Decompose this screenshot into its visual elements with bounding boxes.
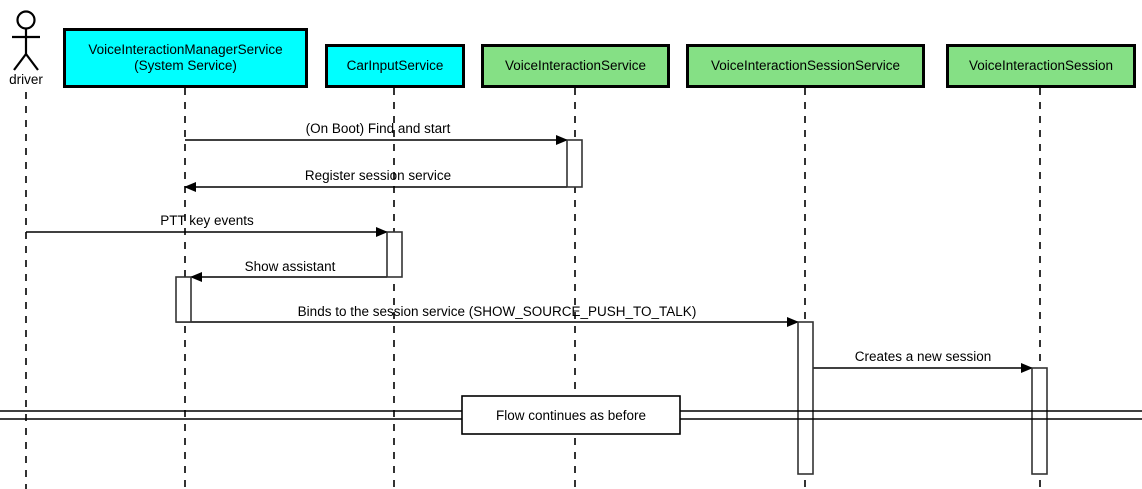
delay-divider-group <box>0 395 1142 435</box>
activation-bar-vims[interactable] <box>175 276 192 323</box>
actor-head-icon <box>16 10 36 30</box>
actor-leg-left-icon <box>13 53 27 71</box>
actor-leg-right-icon <box>25 53 39 71</box>
delay-label: Flow continues as before <box>495 407 647 423</box>
participant-box-cis[interactable] <box>325 44 465 88</box>
participant-box-vims[interactable] <box>63 28 308 88</box>
activation-bar-viss[interactable] <box>797 321 814 475</box>
participant-box-viss[interactable] <box>686 44 925 88</box>
actor-label-driver: driver <box>9 72 43 87</box>
participant-boxes-group <box>63 28 1136 88</box>
activation-bar-vise[interactable] <box>1031 367 1048 475</box>
actor-driver[interactable] <box>12 10 40 71</box>
actor-shapes-group <box>12 10 40 71</box>
participant-box-vis[interactable] <box>481 44 670 88</box>
activation-bar-vis[interactable] <box>566 139 583 188</box>
activation-bars-group <box>175 139 1048 475</box>
delay-box[interactable] <box>461 395 681 435</box>
message-arrows-group <box>26 135 1033 373</box>
activation-bar-cis[interactable] <box>386 231 403 278</box>
participant-box-vise[interactable] <box>946 44 1136 88</box>
